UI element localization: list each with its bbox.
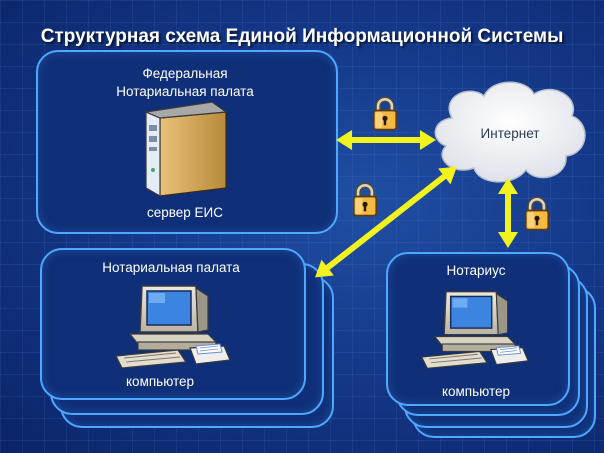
arrow-internet-notary (498, 178, 518, 248)
notary-name: Нотариус (446, 263, 506, 278)
federal-chamber-name-line1: Федеральная (142, 66, 228, 81)
arrow-federal-internet (336, 130, 436, 150)
notary-computer-icon (421, 291, 529, 369)
federal-chamber-name-line2: Нотариальная палата (116, 84, 254, 99)
notary-computer-label: компьютер (441, 384, 511, 399)
lock-icon-top (374, 99, 397, 129)
server-label: сервер ЕИС (146, 205, 223, 220)
internet-label: Интернет (481, 126, 540, 141)
arrow-internet-chamber (315, 166, 457, 278)
server-icon (143, 101, 228, 198)
chamber-computer-label: компьютер (126, 374, 195, 389)
diagram-title: Структурная схема Единой Информационной … (40, 26, 564, 47)
internet-cloud-icon (434, 81, 586, 183)
chamber-computer-icon (115, 285, 231, 369)
lock-icon-vertical (526, 199, 549, 229)
lock-icon-diagonal (354, 185, 377, 215)
chamber-name: Нотариальная палата (102, 260, 240, 275)
